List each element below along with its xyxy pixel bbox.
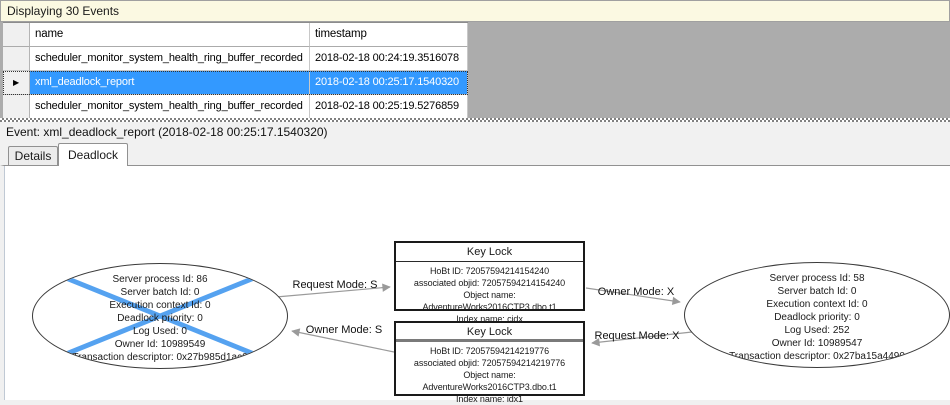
selected-event-label: Event: xml_deadlock_report (2018-02-18 0… bbox=[0, 122, 950, 142]
process-node-victim: Server process Id: 86 Server batch Id: 0… bbox=[32, 263, 288, 369]
tab-strip: Details Deadlock bbox=[0, 142, 950, 166]
process-attr: Execution context Id: 0 bbox=[766, 299, 868, 310]
cell-name: xml_deadlock_report bbox=[30, 71, 310, 95]
table-row[interactable]: scheduler_monitor_system_health_ring_buf… bbox=[3, 47, 468, 71]
resource-attr: Index name: idx1 bbox=[456, 394, 523, 404]
cell-timestamp: 2018-02-18 00:25:19.5276859 bbox=[310, 95, 468, 119]
row-selector-arrow-icon: ▶ bbox=[12, 78, 19, 87]
resource-attr: HoBt ID: 72057594214154240 bbox=[429, 266, 549, 276]
resource-title: Key Lock bbox=[396, 243, 583, 262]
resource-attr: HoBt ID: 72057594214219776 bbox=[429, 346, 549, 356]
table-row-selected[interactable]: ▶ xml_deadlock_report 2018-02-18 00:25:1… bbox=[3, 71, 468, 95]
process-attr: Execution context Id: 0 bbox=[109, 300, 211, 311]
column-header-name[interactable]: name bbox=[30, 23, 310, 47]
process-attr: Transaction descriptor: 0x27b985d1ac0 bbox=[72, 352, 248, 363]
process-node-survivor: Server process Id: 58 Server batch Id: 0… bbox=[684, 262, 950, 368]
edge-label-owner-x: Owner Mode: X bbox=[597, 286, 675, 298]
process-attr: Server process Id: 58 bbox=[769, 273, 865, 284]
edge-label-owner-s: Owner Mode: S bbox=[305, 324, 383, 336]
resource-attr: Object name: AdventureWorks2016CTP3.dbo.… bbox=[422, 290, 557, 312]
row-indicator-cell bbox=[3, 47, 30, 71]
events-grid-zone: name timestamp scheduler_monitor_system_… bbox=[0, 22, 950, 119]
deadlock-edges bbox=[275, 283, 693, 353]
cell-name: scheduler_monitor_system_health_ring_buf… bbox=[30, 95, 310, 119]
edge-label-request-s: Request Mode: S bbox=[292, 279, 378, 291]
events-count-bar: Displaying 30 Events bbox=[0, 0, 950, 22]
events-grid: name timestamp scheduler_monitor_system_… bbox=[3, 22, 468, 119]
resource-attr: associated objid: 72057594214154240 bbox=[413, 278, 566, 288]
victim-cross-icon bbox=[66, 276, 254, 356]
resource-attr: Index name: cidx bbox=[456, 314, 523, 324]
table-row[interactable]: scheduler_monitor_system_health_ring_buf… bbox=[3, 95, 468, 119]
process-attr: Server batch Id: 0 bbox=[777, 286, 857, 297]
row-indicator-cell bbox=[3, 95, 30, 119]
resource-title: Key Lock bbox=[396, 323, 583, 342]
column-header-timestamp[interactable]: timestamp bbox=[310, 23, 468, 47]
process-attr: Transaction descriptor: 0x27ba15a4490 bbox=[729, 351, 905, 362]
process-attr: Owner Id: 10989549 bbox=[114, 339, 206, 350]
process-attr: Owner Id: 10989547 bbox=[771, 338, 863, 349]
row-indicator-cell: ▶ bbox=[3, 71, 30, 95]
resource-node-keylock-idx1: Key Lock HoBt ID: 72057594214219776 asso… bbox=[394, 321, 585, 404]
pane-splitter[interactable] bbox=[0, 118, 950, 122]
process-attr: Log Used: 252 bbox=[784, 325, 850, 336]
row-indicator-header bbox=[3, 23, 30, 47]
process-attr: Log Used: 0 bbox=[133, 326, 187, 337]
edge-request-s bbox=[275, 283, 391, 298]
cell-timestamp: 2018-02-18 00:24:19.3516078 bbox=[310, 47, 468, 71]
process-attr: Deadlock priority: 0 bbox=[117, 313, 203, 324]
edge-label-request-x: Request Mode: X bbox=[594, 330, 680, 342]
deadlock-graph-panel: Server process Id: 86 Server batch Id: 0… bbox=[0, 165, 950, 404]
cell-timestamp: 2018-02-18 00:25:17.1540320 bbox=[310, 71, 468, 95]
edge-owner-x bbox=[585, 287, 681, 306]
tab-details[interactable]: Details bbox=[8, 146, 58, 165]
tab-deadlock[interactable]: Deadlock bbox=[58, 143, 128, 166]
cell-name: scheduler_monitor_system_health_ring_buf… bbox=[30, 47, 310, 71]
grid-header-row: name timestamp bbox=[3, 23, 468, 47]
edge-owner-s bbox=[291, 328, 395, 353]
resource-attr: Object name: AdventureWorks2016CTP3.dbo.… bbox=[422, 370, 557, 392]
resource-attr: associated objid: 72057594214219776 bbox=[413, 358, 566, 368]
process-attr: Server batch Id: 0 bbox=[120, 287, 200, 298]
process-attr: Server process Id: 86 bbox=[112, 274, 208, 285]
process-attr: Deadlock priority: 0 bbox=[774, 312, 860, 323]
resource-node-keylock-cidx: Key Lock HoBt ID: 72057594214154240 asso… bbox=[394, 241, 585, 324]
edge-request-x bbox=[591, 331, 693, 347]
